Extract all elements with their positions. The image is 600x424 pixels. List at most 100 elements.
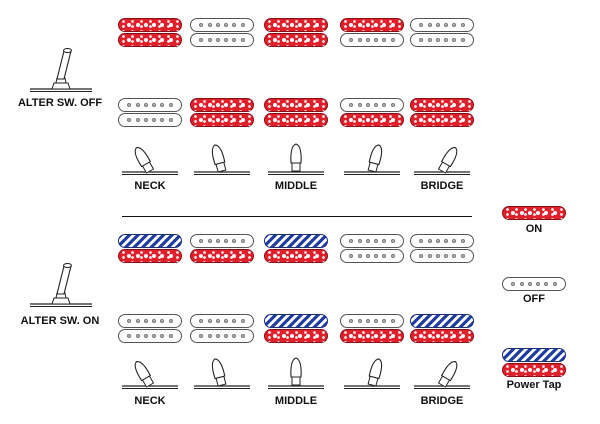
pickup-coil-bottom bbox=[410, 248, 474, 263]
pole-piece bbox=[419, 333, 424, 338]
pole-piece bbox=[435, 37, 440, 42]
pole-piece bbox=[135, 102, 140, 107]
pickup-coil-bottom bbox=[340, 32, 404, 47]
pole-piece bbox=[419, 238, 424, 243]
pole-piece bbox=[240, 22, 245, 27]
pole-piece bbox=[460, 117, 465, 122]
pole-pieces bbox=[341, 235, 403, 247]
pole-piece bbox=[435, 253, 440, 258]
pole-piece bbox=[135, 22, 140, 27]
pole-piece bbox=[536, 367, 541, 372]
pole-piece bbox=[232, 238, 237, 243]
pole-piece bbox=[240, 253, 245, 258]
pole-piece bbox=[390, 318, 395, 323]
pickup-coil-top bbox=[410, 97, 474, 112]
pickup-coil-bottom bbox=[118, 32, 182, 47]
pickup-coil-top bbox=[340, 97, 404, 112]
pole-pieces bbox=[411, 114, 473, 126]
pole-piece bbox=[127, 22, 132, 27]
pole-piece bbox=[232, 117, 237, 122]
pole-piece bbox=[273, 253, 278, 258]
pole-piece bbox=[199, 37, 204, 42]
pole-piece bbox=[419, 102, 424, 107]
pole-piece bbox=[289, 102, 294, 107]
pickup-coil-bottom bbox=[118, 328, 182, 343]
coil-pattern bbox=[341, 329, 403, 342]
pole-piece bbox=[435, 22, 440, 27]
pole-piece bbox=[232, 22, 237, 27]
pickup-coil-top bbox=[410, 313, 474, 328]
pole-piece bbox=[357, 333, 362, 338]
pole-piece bbox=[374, 117, 379, 122]
pole-piece bbox=[143, 253, 148, 258]
pole-piece bbox=[215, 102, 220, 107]
coil-pattern bbox=[191, 113, 253, 126]
pole-piece bbox=[199, 238, 204, 243]
toggle-switch-icon bbox=[28, 260, 94, 315]
pole-piece bbox=[127, 117, 132, 122]
pole-piece bbox=[452, 238, 457, 243]
pole-piece bbox=[298, 37, 303, 42]
pole-piece bbox=[135, 37, 140, 42]
pole-piece bbox=[224, 318, 229, 323]
pickup-coil-top bbox=[340, 17, 404, 32]
pole-piece bbox=[427, 22, 432, 27]
pole-piece bbox=[207, 333, 212, 338]
pole-piece bbox=[168, 318, 173, 323]
pole-piece bbox=[143, 102, 148, 107]
pole-piece bbox=[199, 253, 204, 258]
pole-piece bbox=[168, 333, 173, 338]
pole-piece bbox=[207, 22, 212, 27]
pole-piece bbox=[390, 102, 395, 107]
pole-piece bbox=[357, 37, 362, 42]
pole-piece bbox=[390, 117, 395, 122]
pole-pieces bbox=[191, 114, 253, 126]
pole-piece bbox=[519, 367, 524, 372]
pole-piece bbox=[314, 117, 319, 122]
pole-piece bbox=[306, 333, 311, 338]
pole-piece bbox=[552, 282, 557, 286]
pole-pieces bbox=[341, 19, 403, 31]
toggle-switch-icon bbox=[28, 45, 94, 100]
pole-piece bbox=[207, 102, 212, 107]
alter-switch-label: ALTER SW. OFF bbox=[17, 97, 103, 109]
pole-pieces bbox=[411, 19, 473, 31]
pole-pieces bbox=[119, 315, 181, 327]
pole-pieces bbox=[411, 330, 473, 342]
pole-piece bbox=[240, 102, 245, 107]
pole-piece bbox=[160, 333, 165, 338]
pickup-coil-top bbox=[118, 17, 182, 32]
pole-pieces bbox=[191, 250, 253, 262]
selector-lever-icon bbox=[340, 138, 404, 183]
pickup-coil-top bbox=[340, 233, 404, 248]
pole-piece bbox=[460, 253, 465, 258]
pole-piece bbox=[444, 22, 449, 27]
pole-pieces bbox=[119, 250, 181, 262]
pole-piece bbox=[232, 253, 237, 258]
pole-pieces bbox=[503, 364, 565, 376]
pickup-coil-bottom bbox=[340, 328, 404, 343]
pole-piece bbox=[314, 37, 319, 42]
pole-pieces bbox=[341, 330, 403, 342]
pole-piece bbox=[460, 102, 465, 107]
pole-piece bbox=[444, 333, 449, 338]
position-label: MIDDLE bbox=[274, 180, 318, 192]
pickup-coil-top bbox=[190, 17, 254, 32]
pole-piece bbox=[519, 282, 524, 286]
pickup-coil-top bbox=[264, 313, 328, 328]
pole-piece bbox=[382, 117, 387, 122]
pole-piece bbox=[224, 333, 229, 338]
pole-piece bbox=[357, 238, 362, 243]
pickup-coil-top bbox=[118, 97, 182, 112]
legend-label: Power Tap bbox=[506, 379, 562, 391]
pole-piece bbox=[444, 253, 449, 258]
coil-pattern bbox=[503, 363, 565, 376]
pole-piece bbox=[215, 37, 220, 42]
pole-piece bbox=[224, 117, 229, 122]
pole-piece bbox=[374, 22, 379, 27]
pole-piece bbox=[232, 37, 237, 42]
pole-piece bbox=[127, 253, 132, 258]
pole-piece bbox=[199, 102, 204, 107]
pickup-coil-bottom bbox=[410, 112, 474, 127]
pole-pieces bbox=[341, 250, 403, 262]
